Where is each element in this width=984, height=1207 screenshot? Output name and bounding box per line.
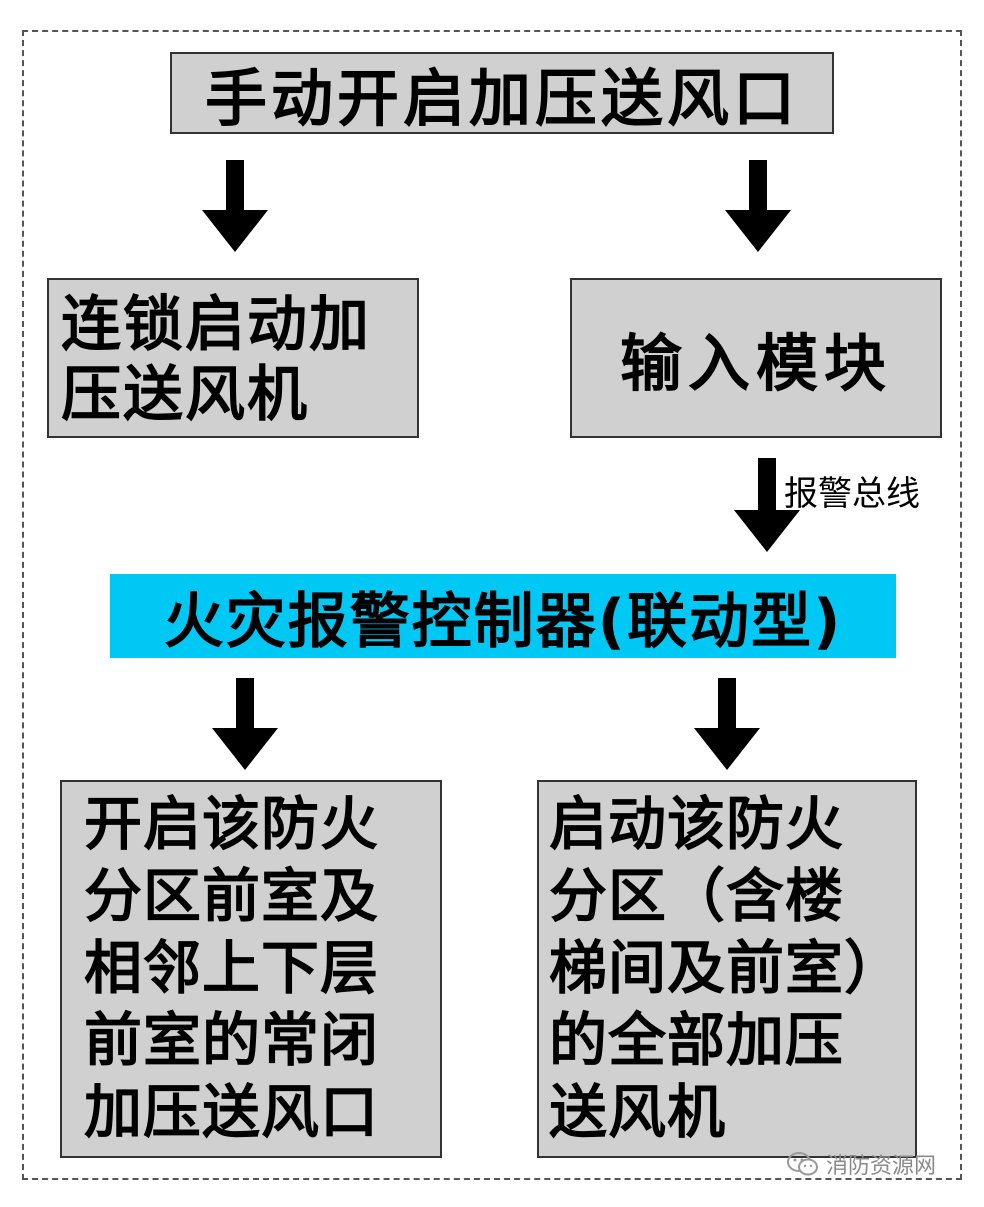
open-vents-line-3: 相邻上下层 — [84, 934, 380, 1002]
open-vents-line-4: 前室的常闭 — [84, 1006, 380, 1074]
input-module-box: 输入模块 — [570, 278, 942, 438]
open-vents-line-1: 开启该防火 — [84, 790, 380, 858]
alarm-bus-label: 报警总线 — [784, 474, 920, 514]
arrow-down-icon — [734, 458, 800, 552]
wechat-icon — [787, 1152, 818, 1176]
start-fans-line-5: 送风机 — [549, 1078, 727, 1146]
interlock-fan-line-2: 压送风机 — [61, 360, 309, 430]
arrow-down-icon — [212, 678, 278, 770]
interlock-fan-line-1: 连锁启动加 — [61, 290, 371, 360]
start-fans-line-1: 启动该防火 — [549, 790, 845, 858]
fire-alarm-controller-label: 火灾报警控制器(联动型) — [163, 586, 843, 657]
manual-open-vent-label: 手动开启加压送风口 — [204, 62, 799, 135]
fire-alarm-controller-box: 火灾报警控制器(联动型) — [110, 574, 896, 658]
start-fans-line-2: 分区（含楼 — [549, 862, 845, 930]
arrow-down-icon — [694, 678, 760, 770]
open-vents-box: 开启该防火 分区前室及 相邻上下层 前室的常闭 加压送风口 — [60, 780, 442, 1158]
arrow-down-icon — [725, 160, 791, 252]
start-fans-box: 启动该防火 分区（含楼 梯间及前室） 的全部加压 送风机 — [537, 780, 917, 1158]
dashed-frame — [22, 30, 962, 1180]
open-vents-line-5: 加压送风口 — [84, 1078, 380, 1146]
watermark: 消防资源网 — [786, 1148, 936, 1180]
open-vents-line-2: 分区前室及 — [84, 862, 380, 930]
input-module-label: 输入模块 — [619, 327, 892, 400]
arrow-down-icon — [202, 160, 268, 252]
manual-open-vent-box: 手动开启加压送风口 — [170, 52, 834, 135]
start-fans-line-3: 梯间及前室） — [549, 934, 904, 1002]
interlock-fan-box: 连锁启动加 压送风机 — [47, 278, 419, 438]
watermark-text: 消防资源网 — [826, 1154, 937, 1179]
start-fans-line-4: 的全部加压 — [549, 1006, 845, 1074]
